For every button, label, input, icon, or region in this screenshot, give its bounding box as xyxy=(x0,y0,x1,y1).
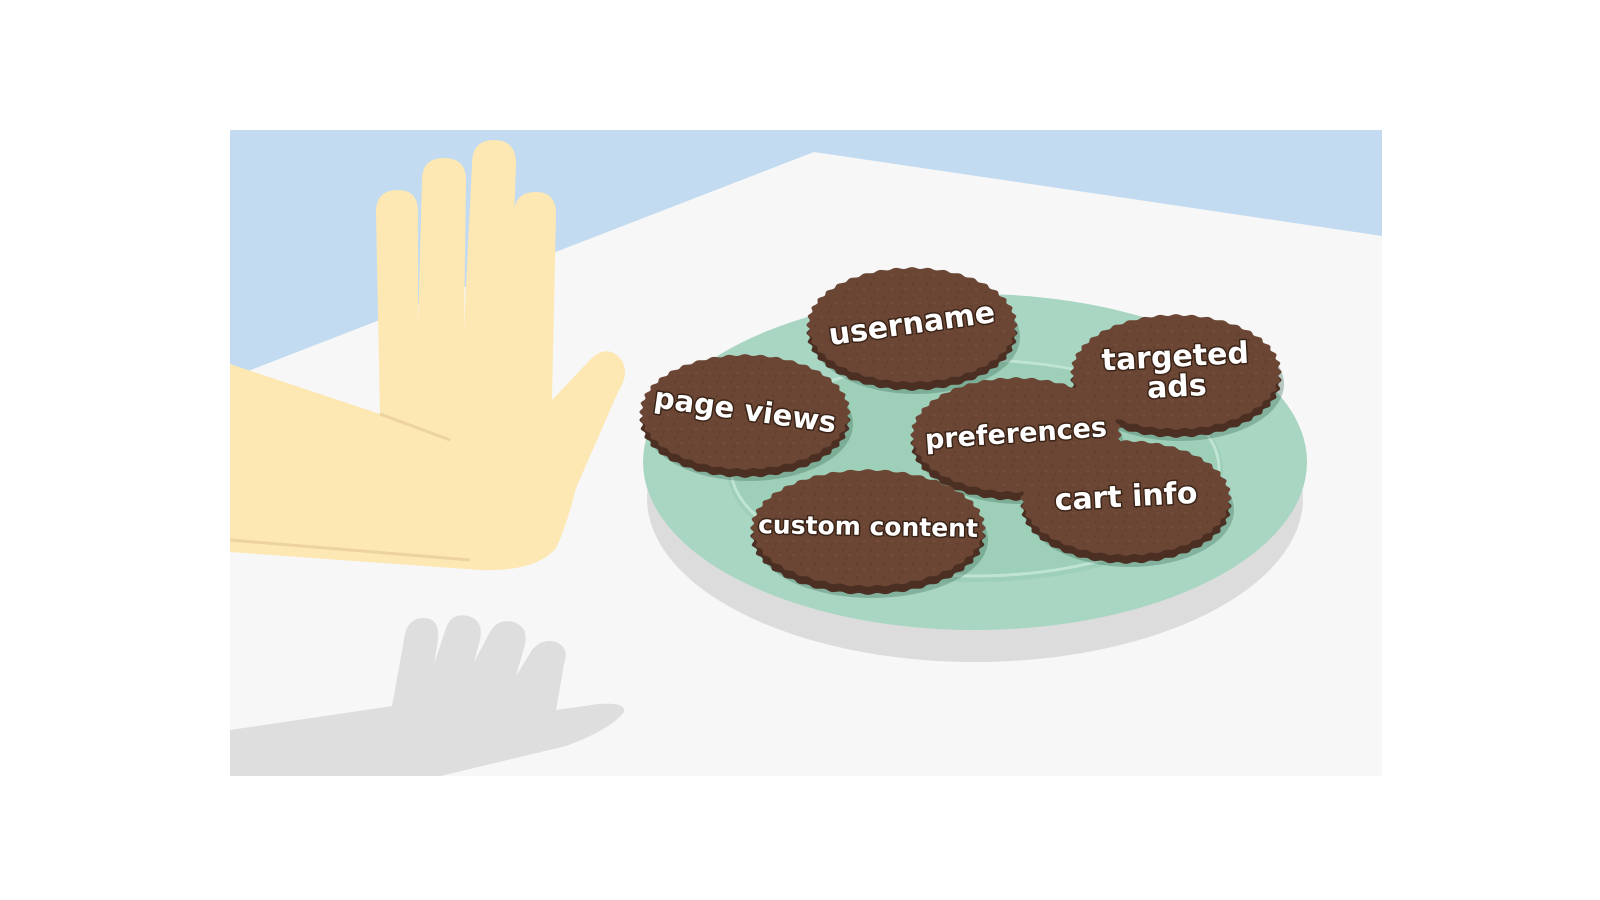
cookie-texture xyxy=(758,475,978,581)
cookie-texture xyxy=(1028,446,1224,550)
cookie-username: username xyxy=(806,267,1020,394)
stop-hand-icon xyxy=(230,140,625,571)
cookie-texture xyxy=(1078,320,1274,424)
cookie-page-views: page views xyxy=(639,354,853,481)
cookie-cart-info: cart info xyxy=(1020,440,1234,567)
hand-shadow-icon xyxy=(230,615,625,776)
cookie-targeted-ads: targetedads xyxy=(1070,314,1284,441)
cookie-custom-content: custom content xyxy=(750,469,988,598)
cookie-texture xyxy=(814,273,1010,377)
cookie-texture xyxy=(647,360,843,464)
cookie-label-cart-info: cart info xyxy=(1054,476,1199,518)
cookie-label-line1: targeted xyxy=(1101,335,1250,378)
cookie-label-line2: ads xyxy=(1146,368,1207,406)
cookie-label-targeted-ads: targetedads xyxy=(1101,335,1252,408)
cookie-label-custom-content: custom content xyxy=(758,510,978,543)
